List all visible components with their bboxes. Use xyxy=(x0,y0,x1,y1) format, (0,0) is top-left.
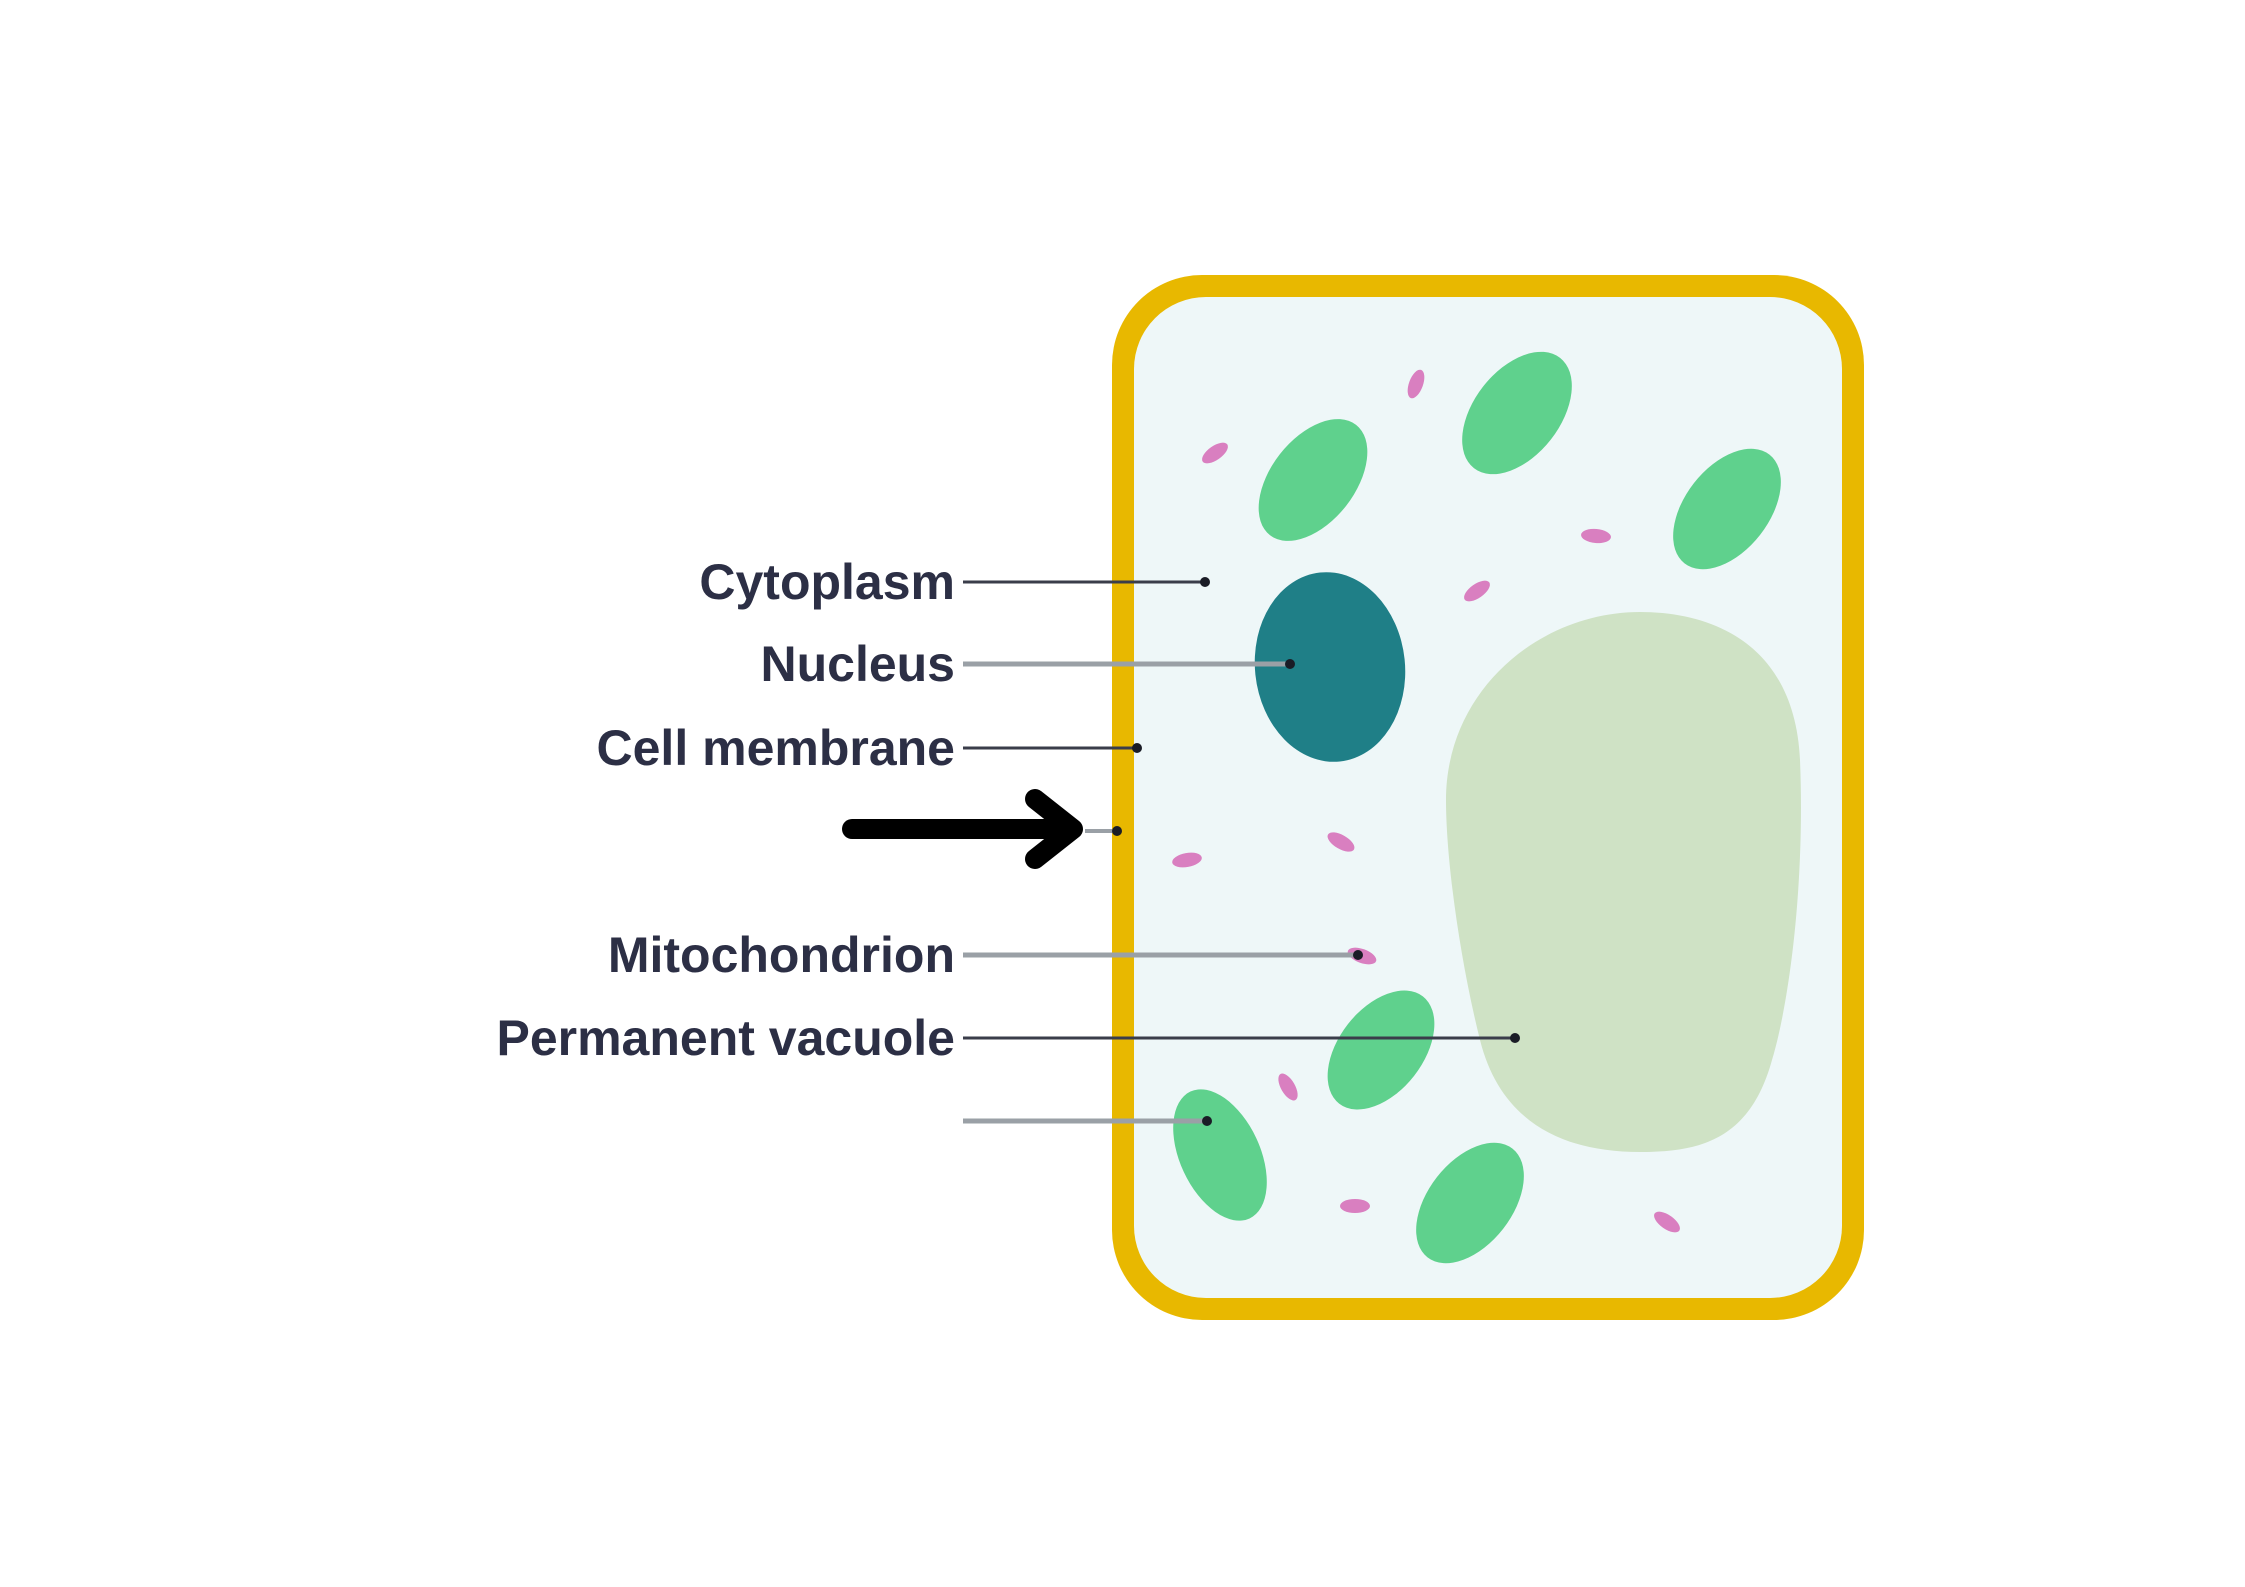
label-permanent-vacuole: Permanent vacuole xyxy=(496,1010,955,1066)
mitochondrion xyxy=(1327,832,1355,852)
chloroplast xyxy=(1258,419,1368,541)
mitochondrion xyxy=(1654,1211,1680,1233)
labels: Cytoplasm Nucleus Cell membrane Mitochon… xyxy=(496,554,955,1066)
leader-dot-nucleus xyxy=(1285,659,1295,669)
leader-dot-cell-membrane xyxy=(1132,743,1142,753)
vacuole xyxy=(1446,612,1801,1152)
mitochondrion xyxy=(1278,1073,1298,1101)
label-cytoplasm: Cytoplasm xyxy=(699,554,955,610)
mitochondrion xyxy=(1407,369,1425,399)
chloroplast xyxy=(1462,351,1572,475)
nucleus xyxy=(1254,572,1406,762)
label-cell-membrane: Cell membrane xyxy=(597,720,955,776)
leader-dot-cytoplasm xyxy=(1200,577,1210,587)
leader-dot-permanent-vacuole xyxy=(1510,1033,1520,1043)
leader-lines xyxy=(963,577,1520,1126)
leader-dot-blank-2 xyxy=(1202,1116,1212,1126)
leader-dot-blank-1 xyxy=(1112,826,1122,836)
mitochondrion xyxy=(1464,580,1490,602)
mitochondrion xyxy=(1202,442,1228,464)
mitochondrion xyxy=(1581,528,1611,544)
mitochondrion xyxy=(1172,852,1202,868)
chloroplast xyxy=(1416,1142,1524,1264)
chloroplast xyxy=(1673,448,1781,570)
right-arrow-icon xyxy=(842,789,1083,869)
leader-dot-mitochondrion xyxy=(1353,950,1363,960)
label-mitochondrion: Mitochondrion xyxy=(608,927,955,983)
chloroplast xyxy=(1327,990,1435,1110)
mitochondrion xyxy=(1340,1199,1370,1213)
chloroplasts xyxy=(1173,351,1781,1264)
label-nucleus: Nucleus xyxy=(760,636,955,692)
